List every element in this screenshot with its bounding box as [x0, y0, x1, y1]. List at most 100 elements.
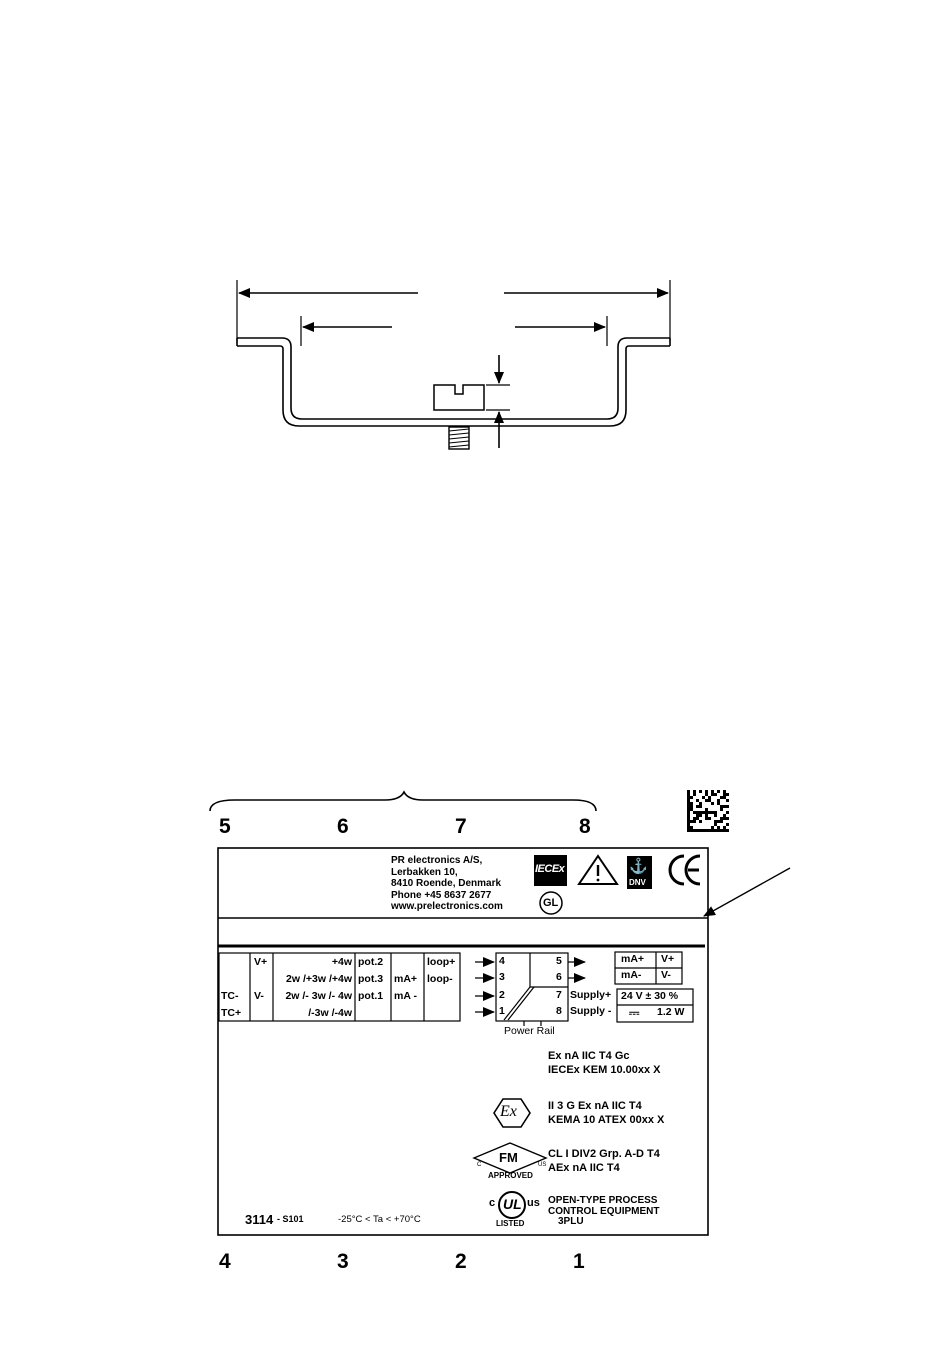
wiring-terminal-3: 3 — [499, 971, 505, 983]
wiring-terminal-4: 4 — [499, 955, 505, 967]
model-suffix: - S101 — [277, 1214, 304, 1224]
col-voltage: V+ V- — [254, 954, 267, 1005]
terminal-number-2: 2 — [455, 1250, 467, 1273]
dc-symbol-icon: ⎓ — [629, 1005, 640, 1020]
terminal-number-3: 3 — [337, 1250, 349, 1273]
ce-mark-icon — [668, 854, 701, 886]
manufacturer-line: PR electronics A/S, — [391, 855, 483, 866]
wiring-terminal-1: 1 — [499, 1005, 505, 1017]
cell-v-minus: V- — [254, 990, 264, 1002]
cell-v-empty — [254, 971, 267, 988]
cell-ma-minus: mA - — [394, 990, 417, 1002]
supply-minus-label: Supply - — [570, 1005, 612, 1017]
ul-logo-text: UL — [503, 1196, 522, 1212]
cell-tc-plus: TC+ — [221, 1007, 242, 1019]
fm-marking-line: CL I DIV2 Grp. A-D T4 — [548, 1148, 660, 1160]
terminal-number-8: 8 — [579, 815, 591, 838]
terminal-number-5: 5 — [219, 815, 231, 838]
temperature-range: -25°C < Ta < +70°C — [338, 1214, 421, 1225]
wiring-terminal-5: 5 — [556, 955, 562, 967]
cell-rtd: +4w — [331, 956, 352, 968]
ex-hexagon-icon — [493, 1098, 531, 1128]
cell-tc-empty — [221, 971, 241, 988]
col-potentiometer: pot.2 pot.3 pot.1 — [358, 954, 383, 1005]
ul-marking: OPEN-TYPE PROCESS CONTROL EQUIPMENT 3PLU — [548, 1195, 660, 1228]
ul-listed-icon — [498, 1191, 526, 1219]
dnv-logo: ⚓ DNV — [627, 856, 652, 889]
cell-loop-minus: loop- — [427, 973, 453, 985]
cell-tc-empty — [221, 954, 241, 971]
supply-plus-label: Supply+ — [570, 989, 612, 1001]
fm-us-text: US — [538, 1162, 547, 1168]
warning-triangle-icon — [577, 854, 619, 885]
output-ma-minus: mA- — [621, 969, 642, 981]
ul-us-text: us — [527, 1197, 540, 1209]
cell-ma-empty — [394, 954, 417, 971]
dnv-anchor-icon: ⚓ — [629, 858, 648, 875]
data-matrix-code — [687, 790, 729, 832]
wiring-terminal-8: 8 — [556, 1005, 562, 1017]
cell-loop-plus: loop+ — [427, 956, 456, 968]
rail-profile — [237, 337, 670, 420]
supply-power: 1.2 W — [657, 1006, 685, 1018]
cell-rtd: /-3w /-4w — [308, 1007, 352, 1019]
terminal-number-4: 4 — [219, 1250, 231, 1273]
dnv-logo-text: DNV — [629, 878, 646, 887]
fm-logo-text: FM — [499, 1150, 518, 1165]
ul-marking-line: CONTROL EQUIPMENT — [548, 1205, 660, 1217]
wiring-diagram — [475, 952, 586, 1026]
fm-approved-text: APPROVED — [488, 1171, 533, 1180]
ul-c-text: c — [489, 1197, 496, 1209]
device-label-frame — [217, 847, 709, 1236]
manufacturer-address: PR electronics A/S, Lerbakken 10, 8410 R… — [391, 855, 503, 913]
fm-c-text: C — [477, 1162, 482, 1168]
manufacturer-line: 8410 Roende, Denmark — [391, 878, 502, 889]
col-current: mA+ mA - — [394, 954, 417, 1005]
label-pointer-arrow — [703, 867, 791, 917]
cell-pot: pot.2 — [358, 956, 384, 968]
terminal-number-6: 6 — [337, 815, 349, 838]
cell-v-plus: V+ — [254, 956, 268, 968]
fm-approved-icon — [472, 1142, 548, 1174]
iecex-logo: IECEx — [534, 855, 567, 886]
gl-logo-icon — [539, 891, 563, 915]
terminal-number-7: 7 — [455, 815, 467, 838]
cell-ma-plus: mA+ — [394, 973, 418, 985]
manufacturer-line: Phone +45 8637 2677 — [391, 889, 492, 901]
atex-marking: II 3 G Ex nA IIC T4 KEMA 10 ATEX 00xx X — [548, 1099, 664, 1127]
wiring-terminal-6: 6 — [556, 971, 562, 983]
power-rail-label: Power Rail — [504, 1025, 555, 1037]
output-v-minus: V- — [661, 969, 671, 981]
wiring-terminal-7: 7 — [556, 989, 562, 1001]
iecex-logo-text: IECEx — [535, 863, 565, 875]
fm-marking-line: AEx nA IIC T4 — [548, 1162, 620, 1174]
terminal-brace — [209, 790, 597, 812]
atex-marking-line: KEMA 10 ATEX 00xx X — [548, 1114, 665, 1126]
screw — [433, 384, 485, 450]
output-v-plus: V+ — [661, 953, 675, 965]
ul-marking-line: OPEN-TYPE PROCESS — [548, 1195, 658, 1206]
atex-marking-line: II 3 G Ex nA IIC T4 — [548, 1100, 642, 1112]
model-number: 3114 — [245, 1212, 274, 1227]
cell-pot: pot.3 — [358, 973, 384, 985]
supply-box — [616, 988, 694, 1023]
fm-marking: CL I DIV2 Grp. A-D T4 AEx nA IIC T4 — [548, 1147, 660, 1175]
ul-marking-line: 3PLU — [558, 1216, 584, 1227]
ex-logo-text: Ex — [500, 1103, 517, 1120]
manufacturer-line: Lerbakken 10, — [391, 866, 458, 878]
output-table — [614, 951, 683, 985]
manufacturer-line: www.prelectronics.com — [391, 901, 503, 912]
cell-pot: pot.1 — [358, 990, 384, 1002]
iecex-marking-line: IECEx KEM 10.00xx X — [548, 1064, 661, 1076]
col-rtd: +4w 2w /+3w /+4w 2w /- 3w /- 4w /-3w /-4… — [274, 954, 352, 1022]
terminal-number-1: 1 — [573, 1250, 585, 1273]
iecex-marking-line: Ex nA IIC T4 Gc — [548, 1050, 630, 1062]
input-terminal-table — [218, 952, 461, 1022]
output-ma-plus: mA+ — [621, 953, 645, 965]
ul-listed-text: LISTED — [496, 1219, 525, 1228]
iecex-marking: Ex nA IIC T4 Gc IECEx KEM 10.00xx X — [548, 1049, 661, 1077]
cell-tc-minus: TC- — [221, 990, 239, 1002]
gl-logo-text: GL — [543, 897, 559, 909]
supply-voltage: 24 V ± 30 % — [621, 990, 679, 1002]
